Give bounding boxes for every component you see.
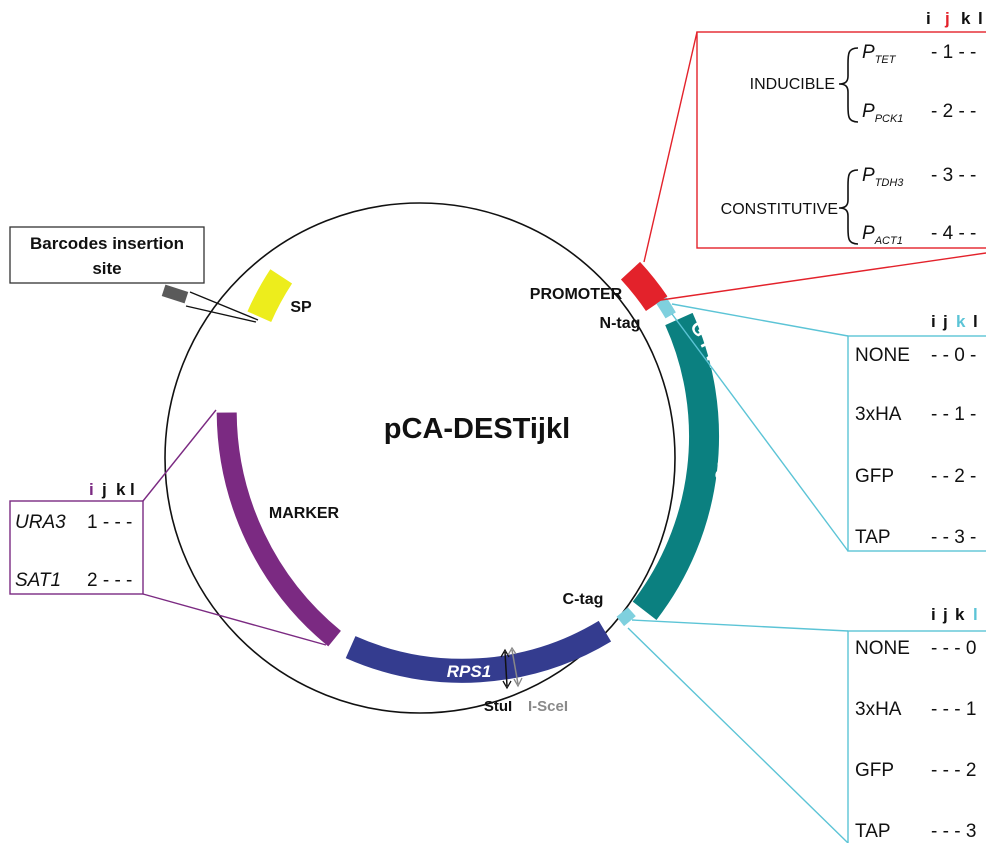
p-act1-code: - 4 - - (931, 223, 976, 244)
ctag-panel-box (847, 630, 986, 843)
constitutive-brace (838, 169, 859, 245)
marker-ura3-code: 1 - - - (87, 512, 132, 533)
marker-sat1-code: 2 - - - (87, 570, 132, 591)
constitutive-label: CONSTITUTIVE (721, 201, 838, 218)
ctag-segment (616, 607, 636, 627)
ntag-label: N-tag (600, 315, 641, 332)
marker-panel-box (9, 500, 144, 595)
barcode-pointer-bottom (185, 305, 257, 323)
ctag-callout-line-bottom (627, 627, 849, 843)
gtw-cassette-segment (632, 312, 719, 620)
barcodes-label-line2: site (92, 259, 121, 278)
iscei-site-arrow (511, 649, 519, 685)
ctag-3xha-code: - - - 1 (931, 699, 976, 720)
marker-panel-header: i j k l (89, 480, 135, 499)
header-l: l (978, 9, 983, 28)
ntag-tap: TAP (855, 527, 891, 548)
marker-callout-line-bottom (142, 593, 327, 646)
iscei-arrowheads (507, 646, 523, 688)
sp-label: SP (290, 299, 312, 316)
ntag-callout-line-top (671, 303, 849, 337)
inducible-brace (838, 47, 859, 123)
promoter-panel-header: i j k l (926, 9, 983, 28)
stui-site-arrow (504, 651, 508, 687)
stui-label: StuI (484, 698, 512, 715)
rps1-label: RPS1 (447, 662, 491, 681)
promoter-label: PROMOTER (530, 286, 623, 303)
p-pck1-code: - 2 - - (931, 101, 976, 122)
marker-label: MARKER (269, 505, 340, 522)
ntag-3xha-code: - - 1 - (931, 404, 976, 425)
ctag-tap-code: - - - 3 (931, 821, 976, 842)
promoter-segment (620, 261, 668, 312)
plasmid-backbone (164, 202, 676, 714)
ctag-callout-line-top (631, 619, 849, 632)
marker-segment (216, 412, 341, 647)
ntag-tap-code: - - 3 - (931, 527, 976, 548)
ctag-label: C-tag (563, 591, 604, 608)
ntag-panel-header: i j k l (931, 312, 978, 331)
header-j: j (944, 9, 950, 28)
barcodes-label-line1: Barcodes insertion (30, 234, 184, 253)
ntag-panel-box (847, 335, 986, 552)
marker-sat1: SAT1 (15, 570, 61, 591)
ntag-gfp-code: - - 2 - (931, 466, 976, 487)
ctag-gfp: GFP (855, 760, 894, 781)
ntag-gfp: GFP (855, 466, 894, 487)
ntag-none: NONE (855, 345, 910, 366)
ctag-3xha: 3xHA (855, 699, 902, 720)
barcode-pointer-top (189, 291, 259, 321)
inducible-label: INDUCIBLE (750, 76, 835, 93)
marker-callout-line-top (142, 409, 217, 502)
ctag-none-code: - - - 0 (931, 638, 976, 659)
p-act1: PACT1 (862, 223, 903, 247)
barcodes-label-box (9, 226, 205, 284)
p-tdh3-code: - 3 - - (931, 165, 976, 186)
sp-segment (247, 269, 293, 323)
rps1-segment (345, 620, 612, 683)
p-tet: PTET (862, 42, 897, 66)
ctag-panel-header: i j k l (931, 605, 978, 624)
ctag-tap: TAP (855, 821, 891, 842)
ntag-none-code: - - 0 - (931, 345, 976, 366)
p-tet-code: - 1 - - (931, 42, 976, 63)
header-k: k (961, 9, 971, 28)
p-pck1: PPCK1 (862, 101, 903, 125)
ntag-callout-line-bottom (671, 313, 849, 552)
plasmid-name: pCA-DESTijkl (384, 413, 570, 445)
marker-ura3: URA3 (15, 512, 66, 533)
promoter-panel-box (696, 31, 986, 249)
ntag-3xha: 3xHA (855, 404, 902, 425)
ctag-none: NONE (855, 638, 910, 659)
iscei-label: I-SceI (528, 698, 568, 715)
ntag-segment (656, 297, 676, 319)
header-i: i (926, 9, 931, 28)
promoter-callout-line-top (643, 31, 698, 263)
promoter-callout-line-bottom (653, 252, 986, 302)
ctag-gfp-code: - - - 2 (931, 760, 976, 781)
p-tdh3: PTDH3 (862, 165, 904, 189)
barcode-block (161, 284, 189, 304)
